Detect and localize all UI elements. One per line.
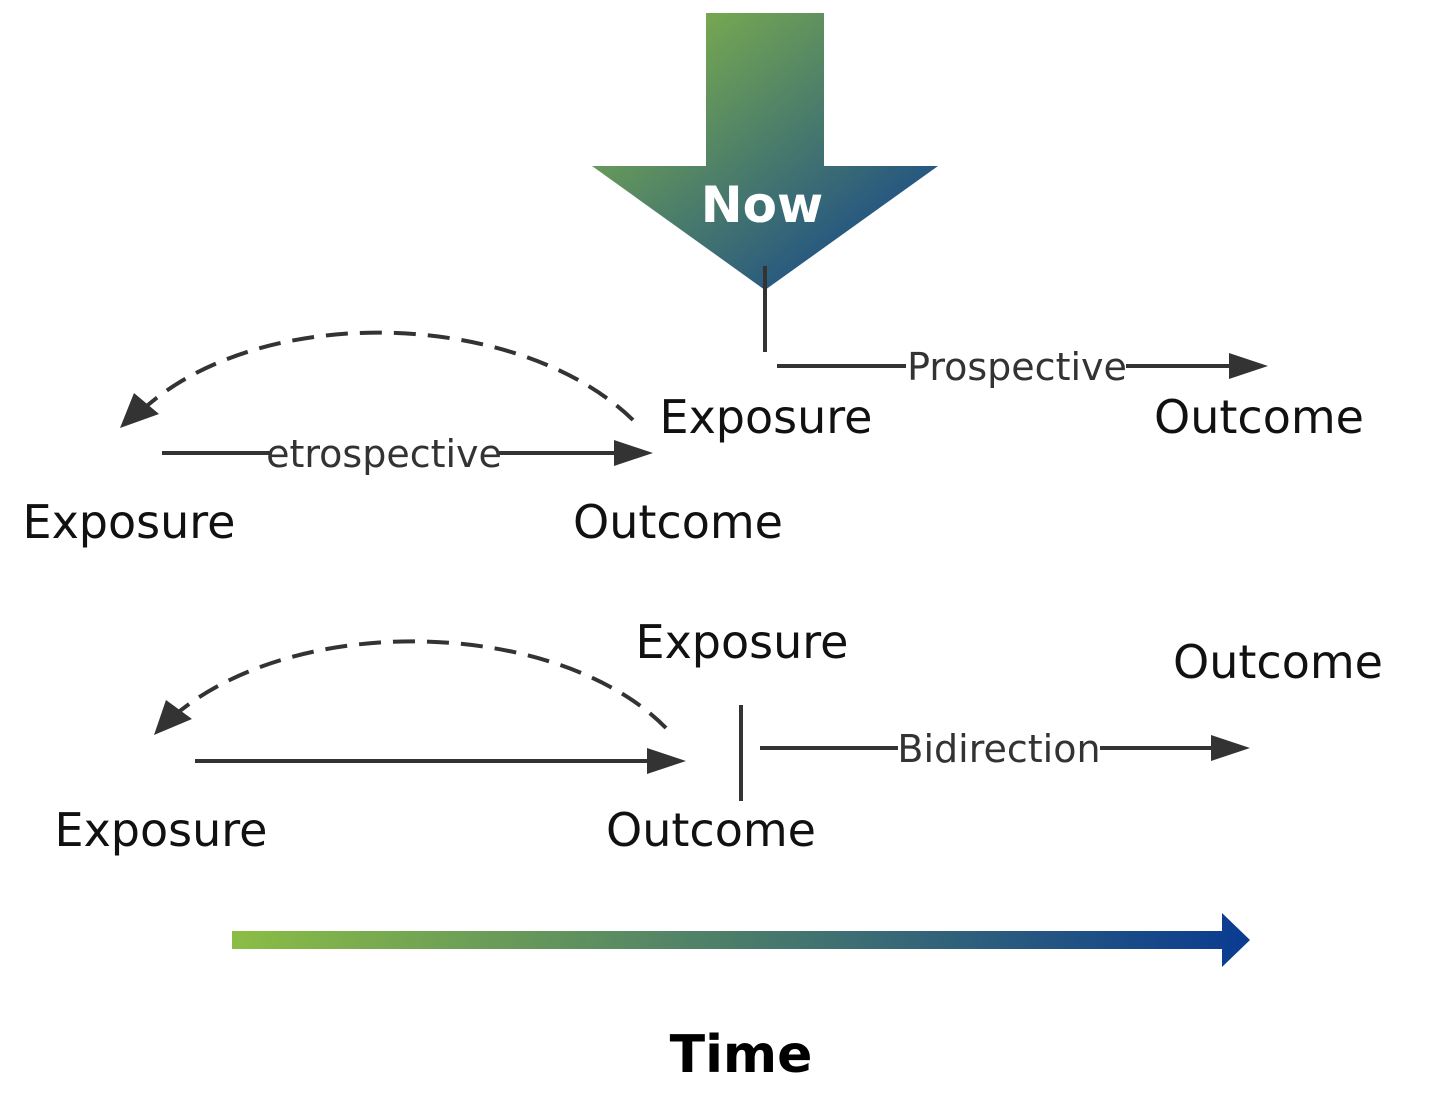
- retrospective-label: etrospective: [266, 432, 502, 476]
- prospective-label: Prospective: [907, 345, 1127, 389]
- prospective-outcome: Outcome: [1154, 390, 1364, 444]
- prospective-arrowhead: [1229, 353, 1268, 379]
- now-arrow-shape: [592, 13, 938, 290]
- bidirection-group: Exposure Outcome Bidirection Exposure Ou…: [55, 615, 1383, 857]
- retrospective-outcome: Outcome: [573, 495, 783, 549]
- bidirection-outcome-top: Outcome: [1173, 635, 1383, 689]
- retrospective-curve-arrowhead: [120, 393, 159, 428]
- bidirection-arrowhead: [1211, 735, 1250, 761]
- bidirection-lower-arrowhead: [647, 748, 686, 774]
- retrospective-dashed-curve: [138, 330, 635, 422]
- time-arrow-shape: [232, 913, 1250, 967]
- bidirection-exposure-bottom: Exposure: [55, 803, 268, 857]
- retrospective-group: etrospective Exposure Outcome: [23, 330, 783, 549]
- bidirection-dashed-curve: [173, 639, 668, 730]
- bidirection-curve-arrowhead: [154, 700, 192, 735]
- bidirection-label: Bidirection: [897, 727, 1100, 771]
- time-label: Time: [670, 1025, 813, 1085]
- bidirection-exposure-top: Exposure: [636, 615, 849, 669]
- now-arrow: Now: [592, 13, 938, 290]
- retrospective-exposure: Exposure: [23, 495, 236, 549]
- now-label: Now: [701, 176, 823, 234]
- prospective-group: Prospective Exposure Outcome: [660, 345, 1364, 444]
- prospective-exposure: Exposure: [660, 390, 873, 444]
- time-arrow: Time: [232, 913, 1250, 1085]
- bidirection-outcome-bottom: Outcome: [606, 803, 816, 857]
- retrospective-arrowhead: [614, 440, 653, 466]
